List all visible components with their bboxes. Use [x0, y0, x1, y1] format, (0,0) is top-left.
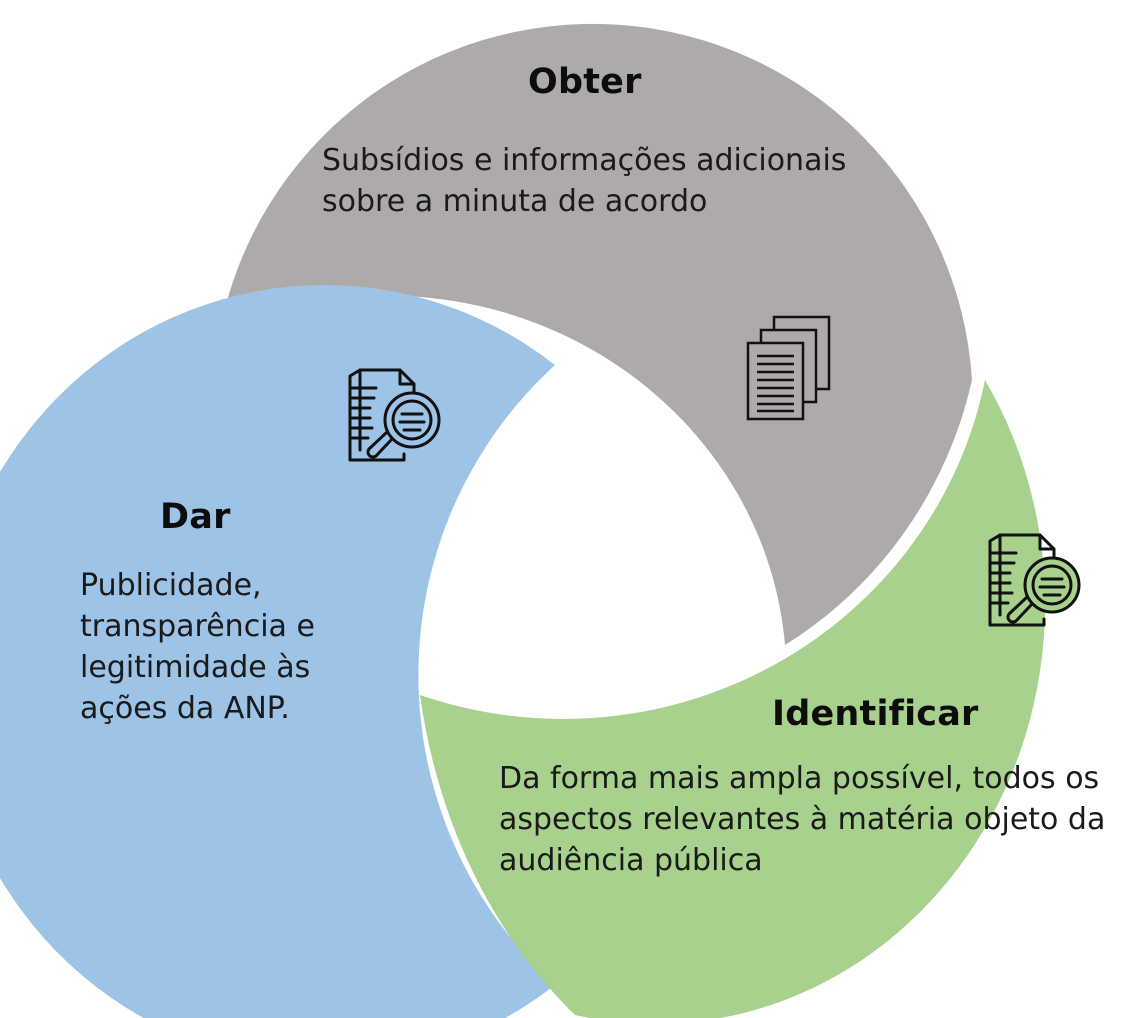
identificar-description: Da forma mais ampla possível, todos os a… — [499, 758, 1105, 881]
obter-title: Obter — [528, 62, 642, 102]
stacked-documents-icon — [746, 315, 831, 421]
obter-line: sobre a minuta de acordo — [322, 184, 708, 219]
dar-segment — [0, 285, 555, 1018]
identificar-line: aspectos relevantes à matéria objeto da — [499, 802, 1106, 837]
dar-line: transparência e — [80, 609, 315, 644]
identificar-title: Identificar — [772, 694, 979, 734]
dar-title: Dar — [160, 497, 231, 537]
identificar-line: audiência pública — [499, 843, 763, 878]
identificar-line: Da forma mais ampla possível, todos os — [499, 761, 1100, 796]
dar-line: Publicidade, — [80, 568, 262, 603]
obter-line: Subsídios e informações adicionais — [322, 143, 847, 178]
dar-line: legitimidade às — [80, 650, 311, 685]
document-search-icon — [348, 368, 441, 462]
identificar-segment — [420, 380, 1046, 1018]
dar-line: ações da ANP. — [80, 691, 290, 726]
obter-description: Subsídios e informações adicionais sobre… — [322, 140, 846, 222]
obter-segment — [220, 23, 972, 645]
dar-description: Publicidade, transparência e legitimidad… — [80, 565, 315, 729]
document-search-icon — [988, 533, 1081, 627]
